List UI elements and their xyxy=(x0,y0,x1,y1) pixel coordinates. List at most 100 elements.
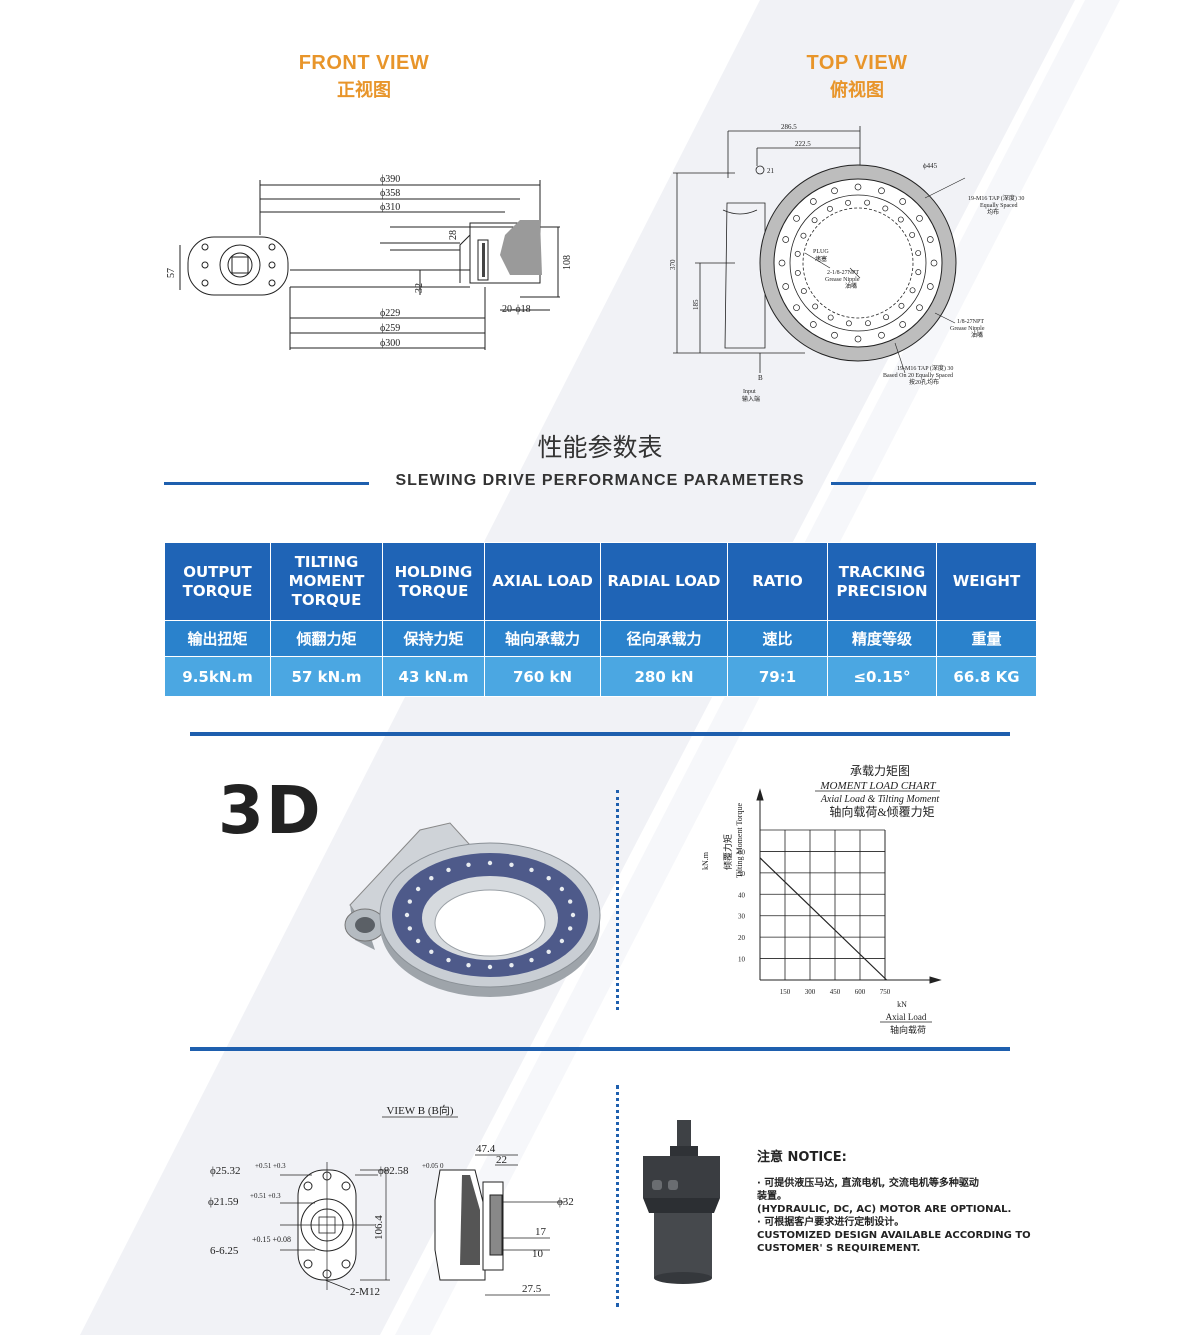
bolt-hole xyxy=(882,205,889,212)
dim-w22: 22 xyxy=(496,1154,507,1166)
tap2: 19-M16 TAP (深度) 30 xyxy=(897,364,953,372)
bolt-hole xyxy=(909,287,916,294)
bolt-hole xyxy=(878,187,885,195)
table-row-header-cn: 输出扭矩 倾翻力矩 保持力矩 轴向承载力 径向承载力 速比 精度等级 重量 xyxy=(164,620,1037,657)
chart-subtitle2: Axial Load & Tilting Moment xyxy=(820,794,940,805)
notice-line: CUSTOMER' S REQUIREMENT. xyxy=(757,1243,921,1254)
table-row-header-en: OUTPUT TORQUE TILTING MOMENT TORQUE HOLD… xyxy=(164,542,1037,621)
dim-w27: 27.5 xyxy=(522,1283,542,1295)
dim-c21: 21 xyxy=(767,167,775,175)
render-bolt xyxy=(466,963,471,968)
render-bolt xyxy=(567,899,573,904)
value-cell: ≤0.15° xyxy=(827,656,937,697)
chart-series xyxy=(759,857,888,981)
render-bolt xyxy=(487,860,493,866)
render-bolt xyxy=(446,867,451,873)
header-en-cell: OUTPUT TORQUE xyxy=(164,542,271,621)
chart-x-tick-label: 750 xyxy=(880,988,891,996)
bolt-hole xyxy=(878,331,885,339)
dim-h17: 17 xyxy=(535,1226,547,1238)
bolt-hole xyxy=(811,217,818,224)
header-en-cell: RATIO xyxy=(727,542,828,621)
chart-y-tick-label: 40 xyxy=(738,891,746,899)
chart-xlabel: kN xyxy=(897,1000,907,1009)
dim-d358: ϕ358 xyxy=(380,188,400,199)
bolt-hole xyxy=(794,250,801,257)
tap1: 19-M16 TAP (深度) 30 xyxy=(968,194,1024,202)
plug: PLUG xyxy=(813,249,829,255)
bolt-hole xyxy=(831,331,838,339)
header-cn-cell: 输出扭矩 xyxy=(164,620,271,657)
section-rule-left xyxy=(164,482,369,485)
bolt-hole xyxy=(926,236,934,243)
bolt-hole xyxy=(909,231,916,238)
bolt-hole xyxy=(827,314,834,321)
render-bolt xyxy=(546,949,551,954)
render-bolt xyxy=(415,886,421,892)
tap1c: 均布 xyxy=(987,208,999,216)
input-label: Input xyxy=(743,389,756,395)
nipple1c: 油嘴 xyxy=(845,282,857,290)
hydraulic-motor-render xyxy=(643,1120,720,1284)
dim-d390: ϕ390 xyxy=(380,174,400,185)
header-cn-cell: 重量 xyxy=(936,620,1037,657)
dim-w222: 222.5 xyxy=(795,140,811,148)
bolt-hole xyxy=(916,304,923,312)
bolt-hole xyxy=(865,320,871,327)
dim-h57: 57 xyxy=(166,268,177,278)
dim-d259: ϕ259 xyxy=(380,323,400,334)
chart-subtitle: MOMENT LOAD CHART xyxy=(819,780,936,792)
header-en-cell: AXIAL LOAD xyxy=(484,542,601,621)
bolt-hole xyxy=(826,205,833,212)
bolt-hole xyxy=(782,283,790,290)
bolt-hole xyxy=(897,216,904,223)
value-cell: 760 kN xyxy=(484,656,601,697)
bolt-hole xyxy=(809,198,817,205)
front-view-title: FRONT VIEW 正视图 xyxy=(264,52,464,102)
chart-y-tick-label: 10 xyxy=(738,956,746,964)
chart-x-tick-label: 300 xyxy=(805,988,816,996)
render-bolt xyxy=(509,963,514,968)
bolt-hole xyxy=(864,199,871,206)
chart-y-arrow xyxy=(756,788,764,801)
chart-x-tick-label: 450 xyxy=(830,988,841,996)
view-b-drawing: VIEW B (B向) ϕ25.32 +0.51 +0.3 ϕ82.58 +0.… xyxy=(208,1103,574,1298)
bolt-hole xyxy=(916,214,923,222)
value-cell: 57 kN.m xyxy=(270,656,383,697)
header-en-cell: HOLDING TORQUE xyxy=(382,542,485,621)
chart-subtitle3: 轴向载荷&倾覆力矩 xyxy=(829,804,934,819)
chart-x-arrow xyxy=(929,976,942,984)
render-bolt xyxy=(466,862,471,867)
notice-block: 注意 NOTICE: · 可提供液压马达, 直流电机, 交流电机等多种驱动 装置… xyxy=(757,1146,1057,1255)
dim-d82-tol: +0.05 0 xyxy=(422,1162,444,1170)
render-bolt xyxy=(567,926,573,931)
table-row-values: 9.5kN.m 57 kN.m 43 kN.m 760 kN 280 kN 79… xyxy=(164,656,1037,697)
dim-w286: 286.5 xyxy=(781,123,797,131)
render-bolt xyxy=(559,938,565,944)
view-b-marker: B xyxy=(758,374,763,382)
tap2c: 按20孔均布 xyxy=(909,378,939,386)
front-view-drawing: ϕ390 ϕ358 ϕ310 28 108 57 32 20-ϕ18 ϕ229 … xyxy=(166,174,573,350)
dim-h370: 370 xyxy=(669,259,677,270)
divider-dotted-bottom xyxy=(616,1085,619,1307)
bolt-hole xyxy=(899,321,907,328)
tap1b: Equally Spaced xyxy=(980,203,1018,209)
top-view-title-cn: 俯视图 xyxy=(830,80,884,100)
chart-x-tick-label: 150 xyxy=(780,988,791,996)
dim-h32: 32 xyxy=(414,283,425,293)
top-view-holes-outer xyxy=(778,183,938,343)
bolt-hole xyxy=(809,321,817,328)
section-title-cn: 性能参数表 xyxy=(537,434,663,462)
dim-d25-tol: +0.51 +0.3 xyxy=(255,1162,286,1170)
nipple1: 2-1/8-27NPT xyxy=(827,270,859,276)
header-cn-cell: 速比 xyxy=(727,620,828,657)
parameters-table: OUTPUT TORQUE TILTING MOMENT TORQUE HOLD… xyxy=(164,542,1037,697)
top-view-title-en: TOP VIEW xyxy=(806,52,908,74)
bolt-hole xyxy=(845,199,851,206)
value-cell: 43 kN.m xyxy=(382,656,485,697)
chart-title: 承载力矩图 xyxy=(850,764,910,778)
dim-d25: ϕ25.32 xyxy=(210,1165,241,1177)
bolt-hole xyxy=(782,236,790,243)
render-bolts xyxy=(404,860,576,970)
